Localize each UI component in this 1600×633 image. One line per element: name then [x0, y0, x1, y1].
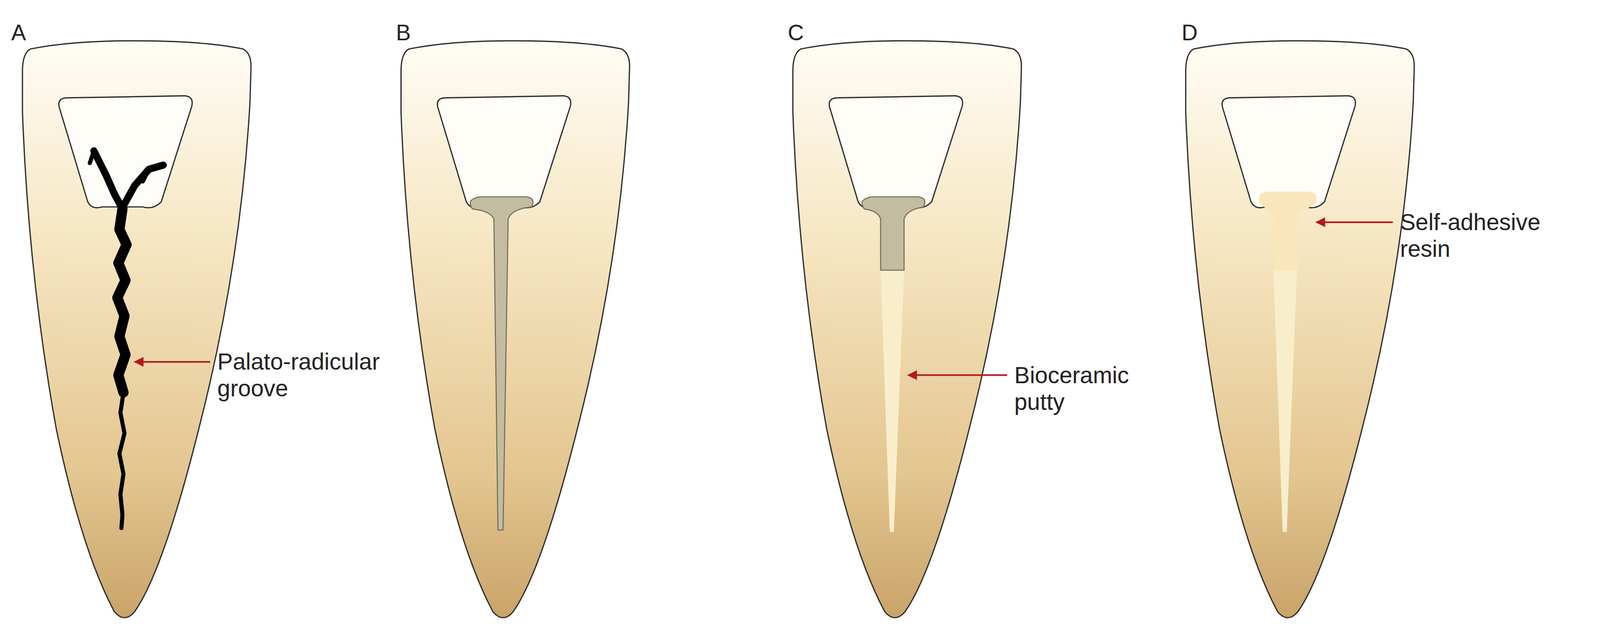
callout-label: Self-adhesive resin	[1399, 209, 1567, 263]
tooth-a	[22, 40, 252, 619]
leader-line	[1316, 221, 1393, 224]
tooth-c	[792, 40, 1022, 619]
callout-label: Bioceramic putty	[1014, 362, 1163, 416]
tooth-d	[1185, 40, 1415, 619]
panel-letter: C	[787, 21, 804, 44]
canal-filling	[862, 197, 926, 271]
tooth-b	[401, 40, 630, 619]
panel-letter: A	[11, 21, 26, 44]
callout-label: Palato-radicular groove	[217, 348, 417, 403]
self-adhesive-resin	[1258, 192, 1317, 271]
leader-line	[908, 374, 1007, 376]
bioceramic-putty	[1273, 270, 1298, 533]
bioceramic-putty	[880, 270, 905, 533]
canal-filling	[470, 197, 534, 531]
groove	[89, 151, 164, 529]
leader-line	[134, 361, 211, 363]
panel-letter: D	[1181, 21, 1198, 44]
panel-letter: B	[396, 21, 411, 44]
